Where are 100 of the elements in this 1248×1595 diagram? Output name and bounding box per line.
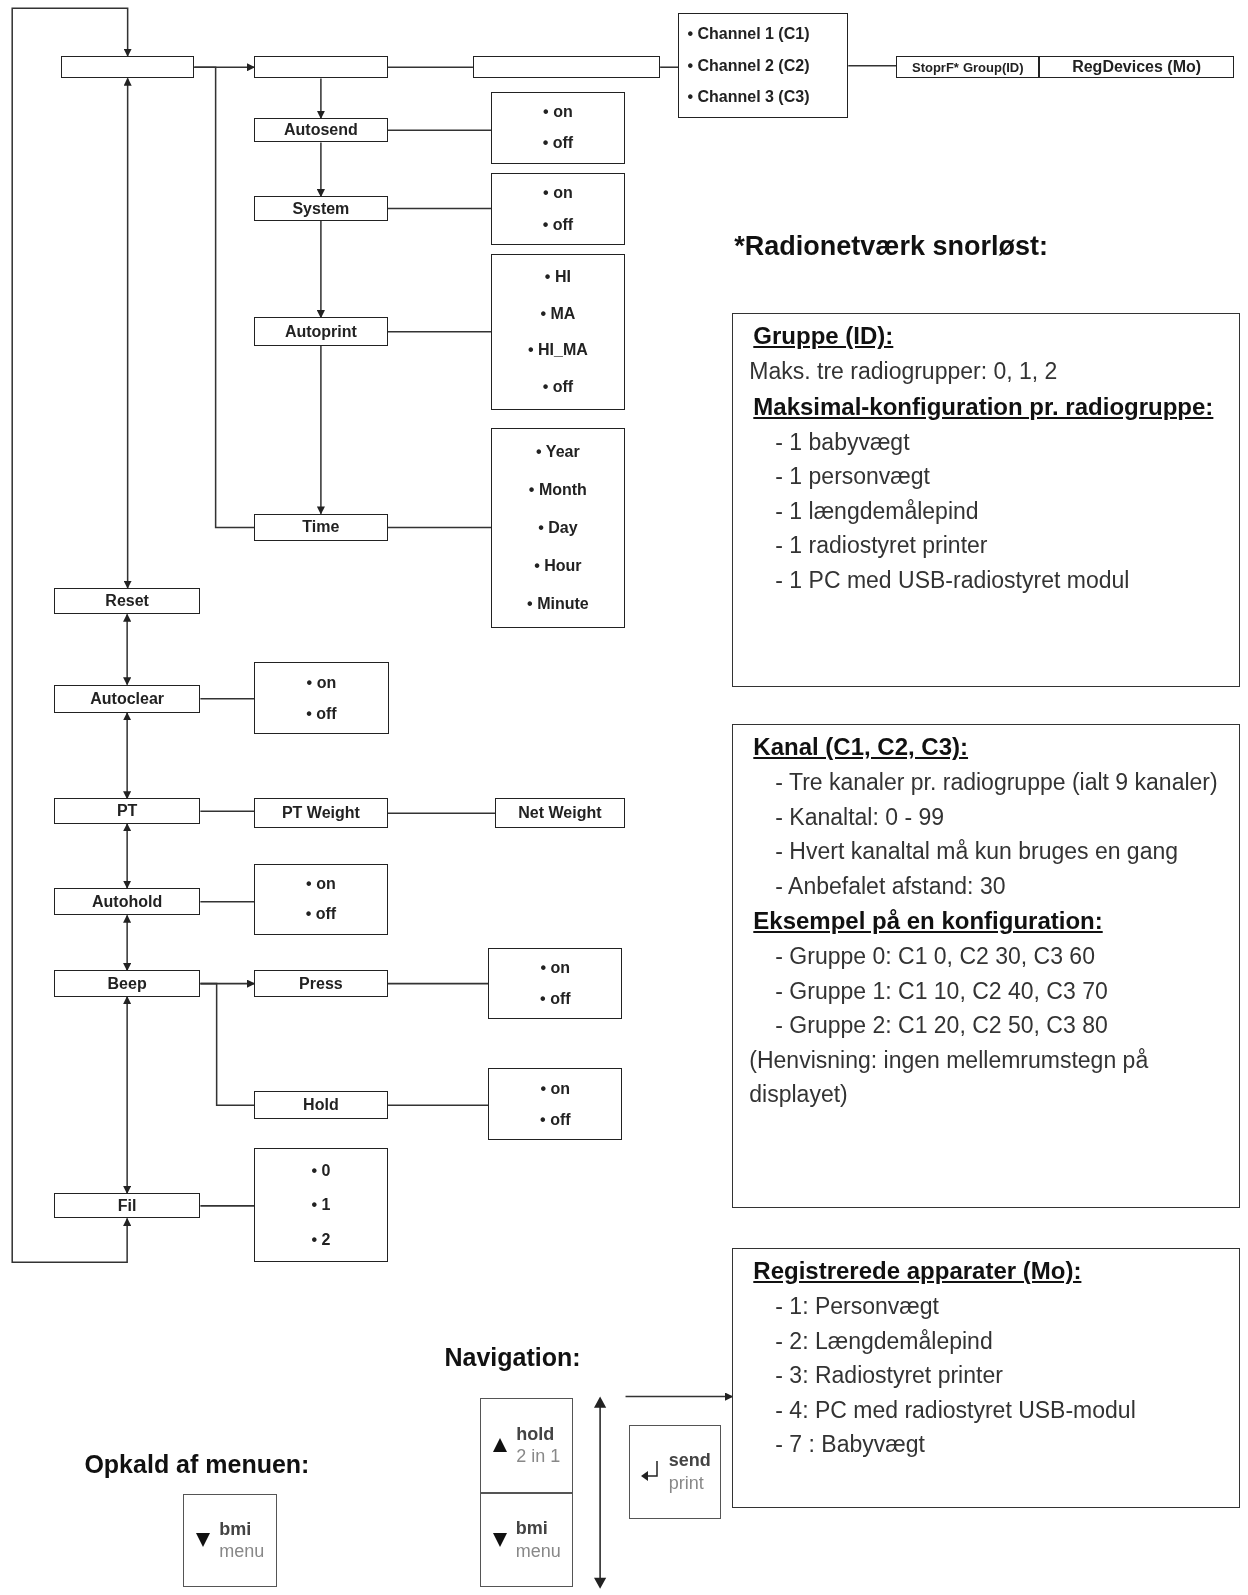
menu-label: Net Weight [518, 805, 602, 822]
key-label: bmi [515, 1517, 549, 1540]
option-label: • on [540, 1078, 571, 1099]
note-text: - 1: Personvægt [774, 1292, 940, 1321]
note-box [732, 1248, 1240, 1509]
connector-line [199, 698, 256, 700]
connector-line [386, 207, 493, 210]
connector-line [386, 66, 474, 68]
connector-line [123, 823, 132, 889]
note-text: - 4: PC med radiostyret USB-modul [774, 1395, 1137, 1425]
menu-label: Autoprint [284, 323, 357, 340]
connector-line [199, 810, 256, 812]
connector-line [386, 982, 489, 985]
connector-line [123, 712, 132, 800]
option-label: • off [305, 904, 337, 925]
menu-box [53, 798, 201, 824]
option-box [678, 13, 849, 118]
menu-label: Group(ID) [962, 60, 1024, 74]
note-text: - Gruppe 0: C1 0, C2 30, C3 60 [774, 942, 1096, 972]
option-label: • on [306, 873, 336, 894]
option-label: • off [542, 133, 574, 154]
menu-box [254, 317, 388, 346]
menu-box [254, 513, 388, 542]
connector-line [386, 330, 493, 333]
key-box [628, 1424, 722, 1519]
connector-line [624, 1392, 734, 1401]
empty-box [254, 55, 388, 79]
menu-label: Time [302, 519, 340, 536]
menu-box [254, 196, 388, 221]
menu-box [495, 798, 625, 828]
option-label: • 1 [311, 1195, 331, 1216]
connector-line [199, 1205, 256, 1207]
option-label: • off [540, 1109, 571, 1130]
section-heading: Opkald af menuen: [84, 1449, 311, 1481]
option-box [491, 254, 625, 410]
connector-line [316, 141, 325, 198]
note-box [732, 724, 1240, 1209]
option-label: • Hour [534, 555, 582, 576]
menu-box [254, 1091, 388, 1119]
key-box [480, 1493, 573, 1587]
option-label: • off [306, 703, 337, 724]
option-label: • Minute [527, 593, 589, 614]
note-text: - 2: Længdemålepind [774, 1326, 994, 1356]
key-label: menu [515, 1539, 561, 1563]
connector-line [386, 526, 493, 529]
note-heading: Maksimal-konfiguration pr. radiogruppe: [752, 391, 1215, 422]
menu-box [53, 587, 201, 615]
note-text: - 7 : Babyvægt [774, 1430, 926, 1459]
option-label: • Channel 3 (C3) [687, 87, 810, 108]
option-box [491, 172, 625, 246]
note-text: - Gruppe 1: C1 10, C2 40, C3 70 [774, 976, 1109, 1006]
note-text: - 1 personvægt [774, 462, 931, 492]
option-box [254, 662, 389, 735]
connector-line [847, 64, 897, 67]
connector-line [123, 914, 132, 972]
key-box [183, 1494, 277, 1587]
option-box [254, 863, 388, 935]
note-text: - 1 længdemålepind [774, 496, 980, 526]
note-box [732, 313, 1240, 687]
menu-box [254, 970, 388, 997]
menu-label: Hold [303, 1097, 339, 1114]
menu-box [1039, 55, 1234, 79]
note-heading: Kanal (C1, C2, C3): [752, 732, 970, 763]
option-label: • MA [540, 303, 576, 324]
note-text: - Kanaltal: 0 - 99 [774, 802, 946, 832]
note-text: - 1 radiostyret printer [774, 531, 989, 561]
connector-line [386, 812, 497, 815]
option-label: • HI_MA [527, 340, 588, 361]
note-text: (Henvisning: ingen mellemrumstegn på displayet) [749, 1045, 1150, 1110]
connector-line [316, 345, 325, 515]
option-label: • on [540, 958, 571, 979]
menu-label: Autoclear [90, 690, 165, 707]
option-box [488, 947, 623, 1020]
menu-label: PT [116, 803, 138, 820]
key-label: hold [516, 1422, 556, 1446]
note-text: Maks. tre radiogrupper: 0, 1, 2 [749, 357, 1059, 387]
connector-line [123, 996, 132, 1194]
key-label: bmi [219, 1517, 253, 1541]
key-label: 2 in 1 [516, 1445, 561, 1468]
note-heading: Eksempel på en konfiguration: [752, 906, 1104, 937]
connector-line [199, 982, 256, 1106]
option-label: • Channel 1 (C1) [687, 24, 810, 44]
option-box [254, 1148, 388, 1263]
key-label: send [668, 1449, 711, 1472]
key-label: menu [219, 1540, 265, 1563]
connector-line [193, 66, 256, 529]
note-text: - 1 babyvægt [774, 427, 911, 457]
option-label: • Month [528, 480, 587, 500]
note-text: - Hvert kanaltal må kun bruges en gang [774, 837, 1180, 867]
menu-box [254, 118, 388, 143]
connector-line [199, 901, 256, 903]
menu-label: Fil [117, 1197, 137, 1214]
option-box [491, 91, 625, 164]
option-label: • off [542, 376, 574, 397]
menu-box [53, 1193, 201, 1219]
menu-label: Press [299, 975, 343, 992]
menu-label: RegDevices (Mo) [1072, 59, 1202, 76]
option-label: • 2 [311, 1229, 331, 1250]
connector-line [659, 66, 680, 68]
option-box [488, 1067, 623, 1141]
